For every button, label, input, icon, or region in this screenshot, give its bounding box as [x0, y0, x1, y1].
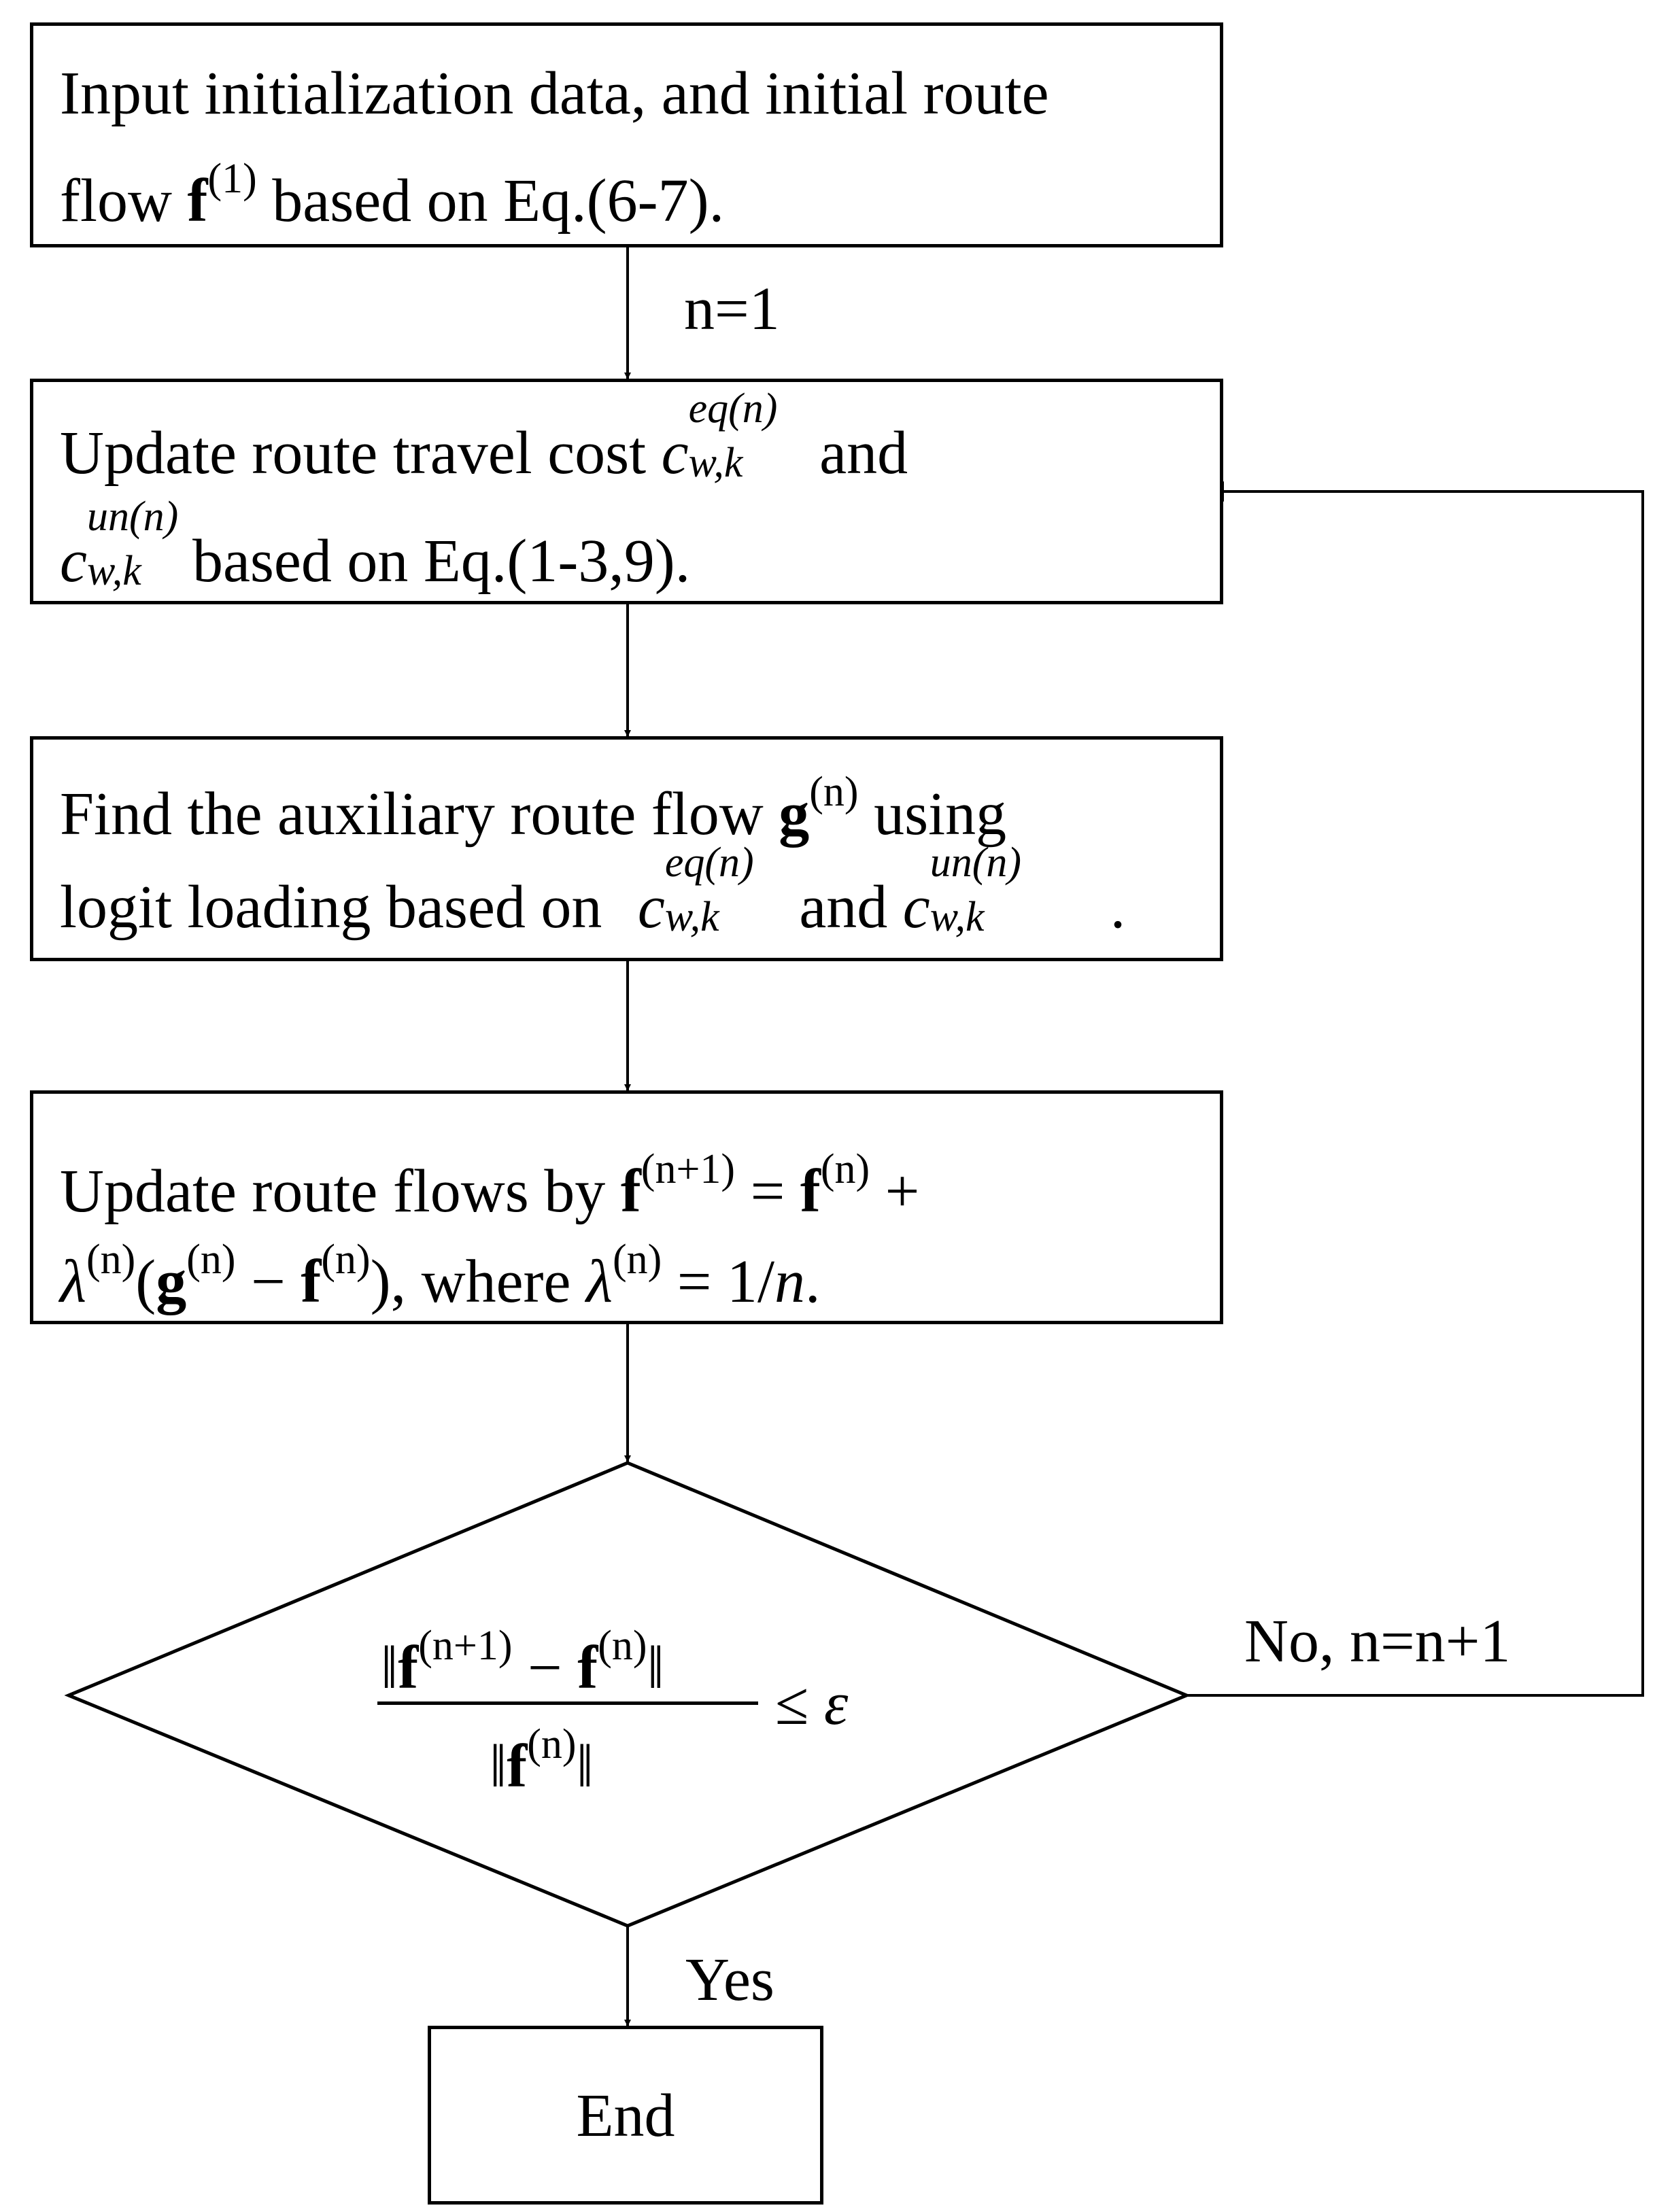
flow-update-line1: Update route flows by f(n+1) = f(n) + [60, 1146, 920, 1225]
auxiliary-flow-line1: Find the auxiliary route flow g(n) using [60, 769, 1007, 848]
end-label: End [576, 2082, 675, 2149]
criterion-inequality: ≤ ε [775, 1670, 849, 1738]
criterion-fraction-bar [377, 1701, 758, 1705]
init-step-box [30, 22, 1223, 247]
end-box [428, 2026, 823, 2205]
flow-update-box [30, 1090, 1223, 1324]
init-step-line2: flow f(1) based on Eq.(6-7). [60, 156, 725, 235]
init-step-line1: Input initialization data, and initial r… [60, 60, 1049, 127]
exit-yes-label: Yes [685, 1946, 774, 2014]
loop-back-line [1187, 490, 1644, 1697]
cost-update-box [30, 379, 1223, 604]
loop-back-label: No, n=n+1 [1244, 1608, 1511, 1675]
flow-update-line2: λ(n)(g(n) − f(n)), where λ(n) = 1/n. [60, 1237, 821, 1315]
auxiliary-flow-box [30, 736, 1223, 961]
iteration-init-label: n=1 [684, 275, 780, 343]
criterion-numerator: ‖f(n+1) − f(n)‖ [381, 1623, 664, 1701]
criterion-denominator: ‖f(n)‖ [490, 1721, 594, 1800]
